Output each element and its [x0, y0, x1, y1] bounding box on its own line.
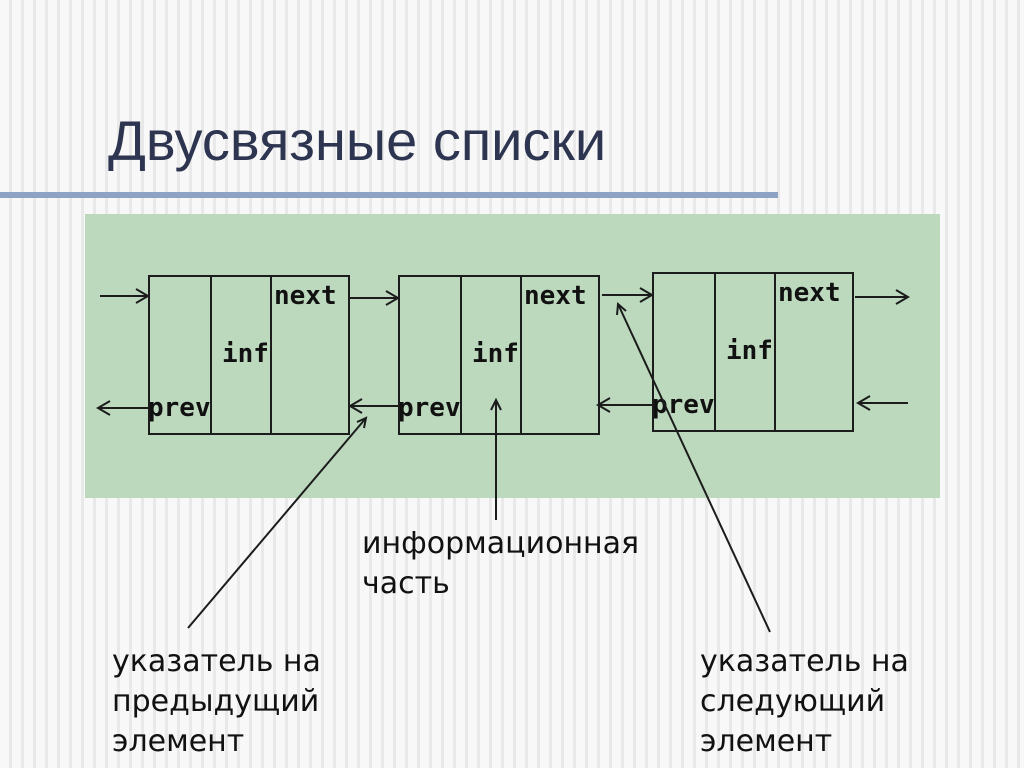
inf-label: inf	[222, 339, 269, 369]
prev-label: prev	[398, 393, 461, 423]
caption-line: указатель на	[112, 644, 321, 679]
next-arrow-1-to-2	[350, 290, 400, 306]
inf-field: inf	[714, 274, 774, 430]
prev-label: prev	[652, 390, 715, 420]
slide-title: Двусвязные списки	[108, 109, 607, 172]
caption-line: элемент	[112, 724, 245, 759]
next-label: next	[274, 281, 337, 311]
prev-field: prev	[148, 277, 211, 433]
caption-line: указатель на	[700, 644, 909, 679]
next-field: next	[520, 277, 598, 433]
prev-arrow-3-to-2	[596, 397, 652, 413]
caption-line: часть	[362, 566, 450, 601]
list-node-1: prev inf next	[148, 275, 350, 435]
prev-field: prev	[652, 274, 715, 430]
inf-field: inf	[460, 277, 520, 433]
prev-arrow-2-to-1	[348, 398, 398, 414]
next-arrow-in	[100, 288, 150, 304]
inf-label: inf	[472, 339, 519, 369]
next-label: next	[524, 281, 587, 311]
next-pointer-caption: указатель на следующий элемент	[700, 642, 909, 762]
prev-arrow-out	[96, 400, 148, 416]
next-field: next	[774, 274, 852, 430]
caption-line: предыдущий	[112, 684, 320, 719]
caption-line: элемент	[700, 724, 833, 759]
next-arrow-out	[855, 289, 910, 305]
prev-label: prev	[148, 393, 211, 423]
information-part-caption: информационная часть	[362, 524, 639, 604]
inf-field: inf	[210, 277, 270, 433]
next-field: next	[270, 277, 348, 433]
diagram-panel: prev inf next prev inf next prev inf nex…	[85, 214, 940, 498]
prev-field: prev	[398, 277, 461, 433]
caption-line: следующий	[700, 684, 886, 719]
next-arrow-2-to-3	[602, 287, 654, 303]
title-underline	[0, 192, 778, 198]
list-node-3: prev inf next	[652, 272, 854, 432]
prev-arrow-in	[856, 395, 908, 411]
callout-information-part	[490, 397, 502, 520]
caption-line: информационная	[362, 526, 640, 561]
callout-next-pointer	[616, 301, 771, 633]
inf-label: inf	[726, 336, 773, 366]
callout-prev-pointer	[187, 416, 368, 629]
list-node-2: prev inf next	[398, 275, 600, 435]
next-label: next	[778, 278, 841, 308]
prev-pointer-caption: указатель на предыдущий элемент	[112, 642, 321, 762]
